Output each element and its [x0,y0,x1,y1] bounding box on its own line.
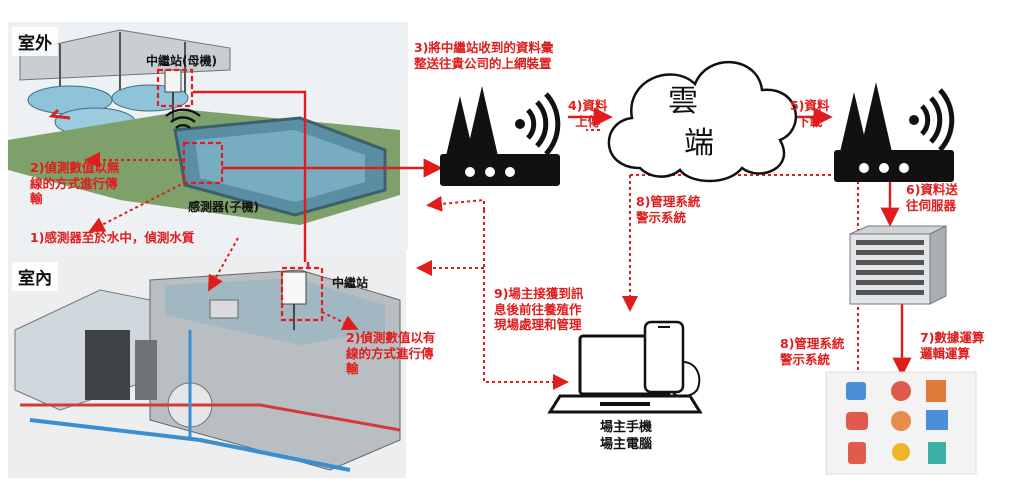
cloud-label-2: 端 [684,126,714,161]
step-5-label: 5)資料 下載 [790,98,830,129]
owner-devices-line2: 場主電腦 [600,437,653,452]
sensor-label: 感測器(子機) [188,200,259,214]
indoor-relay-highlight [280,266,324,322]
step-8-right-label: 8)管理系統 警示系統 [780,336,845,367]
zone-indoor: 室內 [12,262,58,291]
step-8-left-label: 8)管理系統 警示系統 [636,194,701,225]
step-3-label: 3)將中繼站收到的資料彙 整送往貴公司的上網裝置 [414,40,554,71]
indoor-relay-label: 中繼站 [332,276,369,290]
step-2-wired-label: 2)偵測數值以有 線的方式進行傳 輸 [346,330,436,377]
router-icon [440,86,561,186]
step-2-wireless-label: 2)偵測數值以無 線的方式進行傳 輸 [30,160,120,207]
owner-devices-line1: 場主手機 [600,420,653,435]
dashboard-icons [825,371,977,475]
cloud-icon [607,60,797,183]
indoor-scene [8,250,406,478]
master-relay-label: 中繼站(母機) [146,54,217,68]
wired-link-outdoor [193,90,307,262]
step-4-label: 4)資料 上傳 [568,98,608,129]
outdoor-scene [8,22,408,250]
server-icon [849,225,947,305]
step-6-label: 6)資料送 往伺服器 [906,182,958,213]
sensor-highlight [182,141,224,185]
master-relay-highlight [156,68,194,108]
wifi-icon [165,108,201,129]
arrow-2-wired [321,311,359,330]
cloud-label-1: 雲 [668,84,698,119]
step-9-label: 9)場主接獲到訊 息後前往養殖作 現場處理和管理 [494,286,584,333]
step-1-label: 1)感測器至於水中，偵測水質 [30,230,195,245]
step-7-label: 7)數據運算 邏輯運算 [920,330,985,361]
router-icon-2 [834,82,955,182]
zone-outdoor: 室外 [12,27,58,56]
phone-icon [643,320,701,398]
